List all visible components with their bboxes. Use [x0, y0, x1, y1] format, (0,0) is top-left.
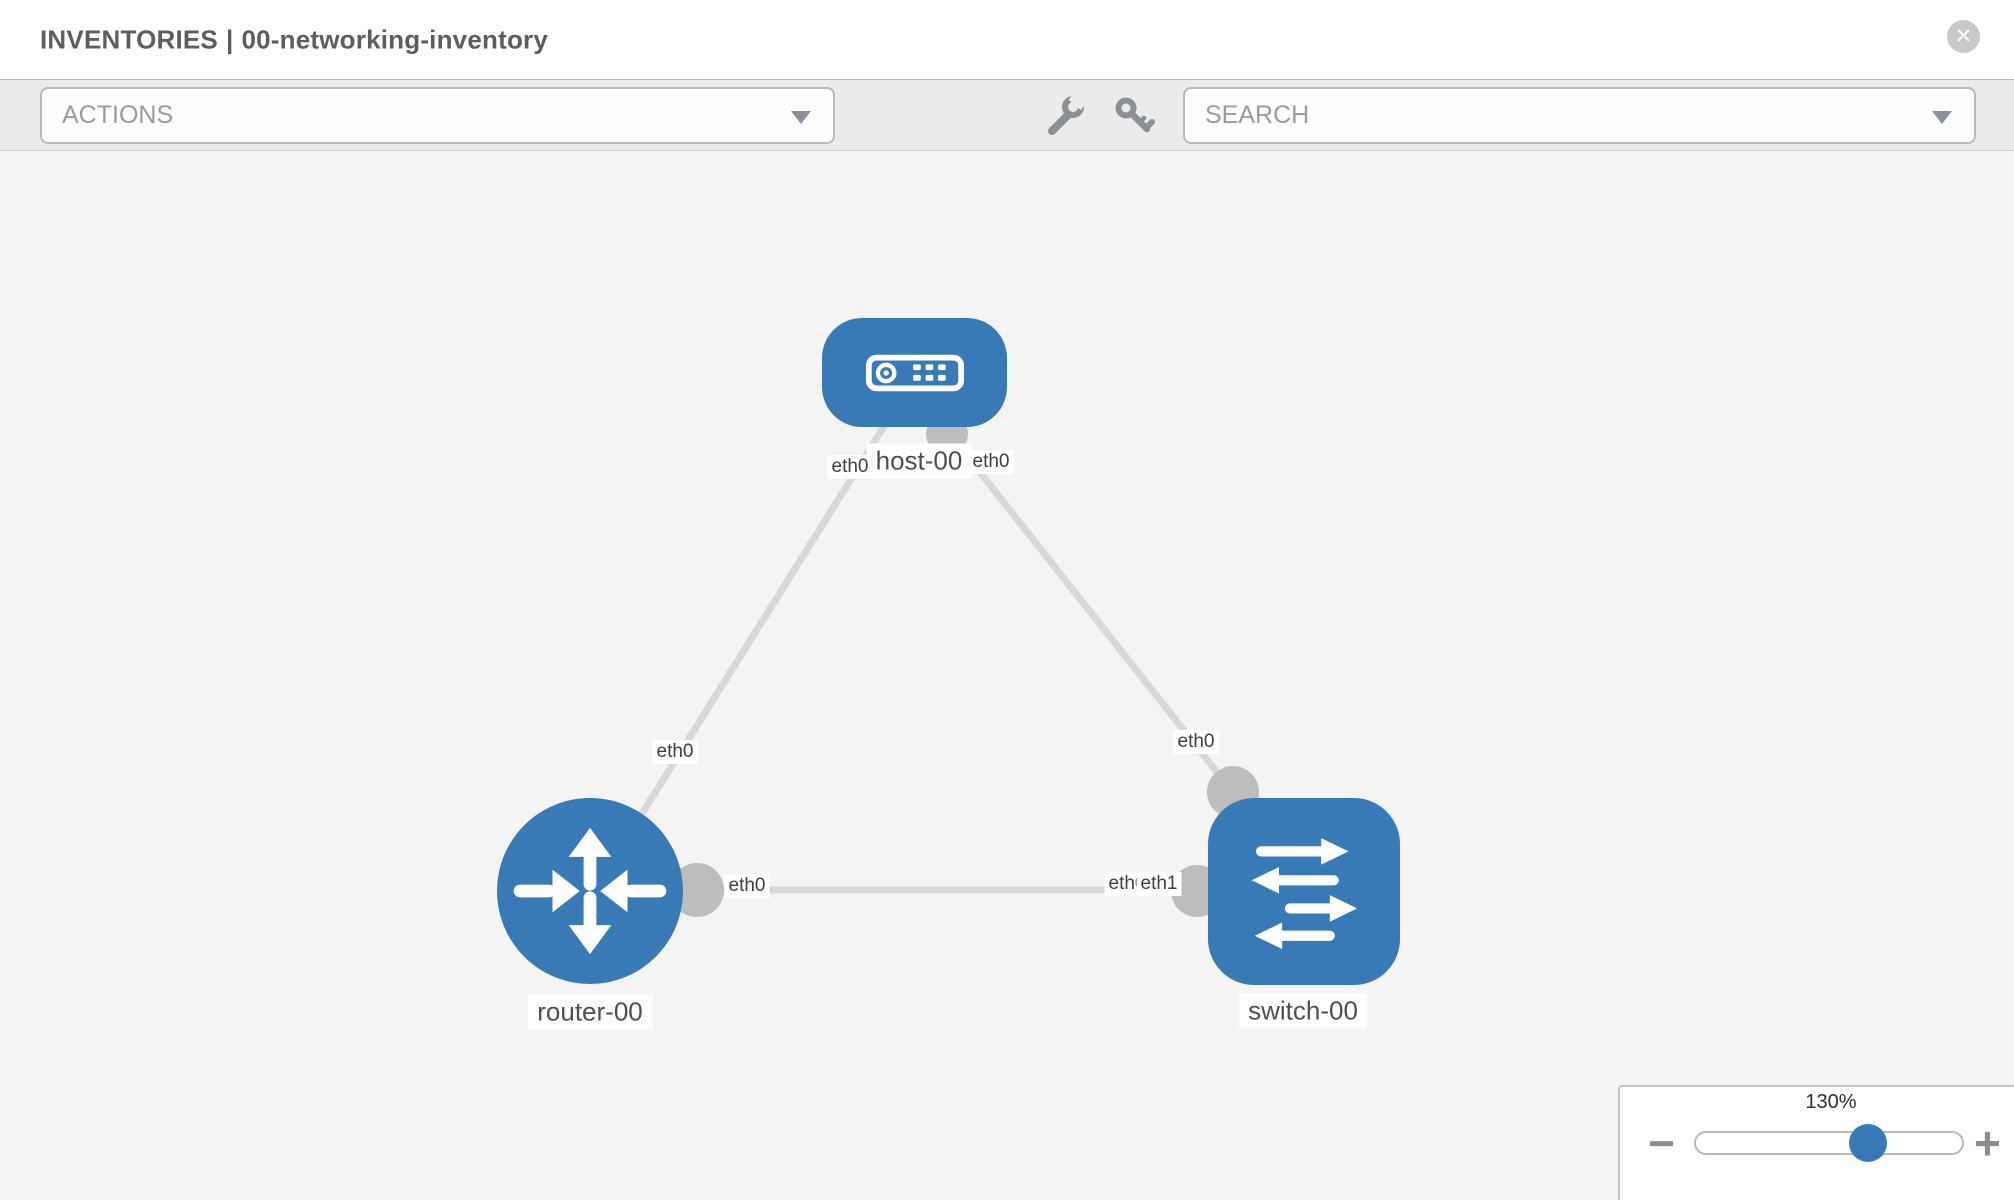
node-label-switch: switch-00	[1239, 993, 1367, 1029]
port-label-router-eth0-uplink: eth0	[652, 740, 698, 764]
header-bar: INVENTORIES|00-networking-inventory ✕	[0, 0, 2014, 79]
close-icon[interactable]: ✕	[1947, 20, 1980, 53]
breadcrumb-inventory-name: 00-networking-inventory	[241, 24, 549, 54]
zoom-slider-thumb[interactable]	[1849, 1124, 1887, 1162]
node-label-router: router-00	[528, 994, 652, 1030]
port-label-host-eth0-left: eth0	[827, 455, 873, 479]
search-dropdown-label: SEARCH	[1205, 101, 1310, 129]
port-label-switch-eth0-uplink: eth0	[1173, 730, 1219, 754]
toolbar: ACTIONS SEARCH	[0, 79, 2014, 151]
breadcrumb-separator: |	[225, 24, 234, 54]
wrench-icon[interactable]	[1044, 94, 1088, 138]
link-router-host[interactable]	[615, 418, 891, 854]
actions-dropdown[interactable]: ACTIONS	[40, 87, 835, 144]
node-label-host: host-00	[866, 443, 972, 479]
port-circle-router-right[interactable]	[670, 863, 724, 917]
zoom-control: 130% − +	[1618, 1085, 2014, 1200]
port-label-router-eth0-right: eth0	[724, 874, 770, 898]
port-label-switch-eth1: eth1	[1136, 872, 1182, 896]
port-label-host-eth0-right: eth0	[968, 450, 1014, 474]
zoom-slider-track[interactable]	[1694, 1124, 1964, 1162]
node-router-00[interactable]	[497, 798, 683, 984]
chevron-down-icon	[791, 110, 811, 124]
router-icon	[513, 827, 667, 955]
zoom-level-value: 130%	[1805, 1091, 1857, 1113]
key-icon[interactable]	[1112, 94, 1156, 138]
zoom-out-button[interactable]: −	[1648, 1117, 1675, 1169]
search-dropdown[interactable]: SEARCH	[1183, 87, 1976, 144]
breadcrumb-section: INVENTORIES	[40, 24, 218, 54]
node-switch-00[interactable]	[1208, 798, 1400, 985]
switch-icon	[1251, 837, 1358, 949]
chevron-down-icon	[1932, 110, 1952, 124]
zoom-in-button[interactable]: +	[1974, 1117, 2001, 1169]
actions-dropdown-label: ACTIONS	[62, 101, 174, 129]
node-host-00[interactable]	[822, 318, 1007, 427]
host-icon	[865, 354, 964, 391]
page-title: INVENTORIES|00-networking-inventory	[40, 24, 556, 55]
